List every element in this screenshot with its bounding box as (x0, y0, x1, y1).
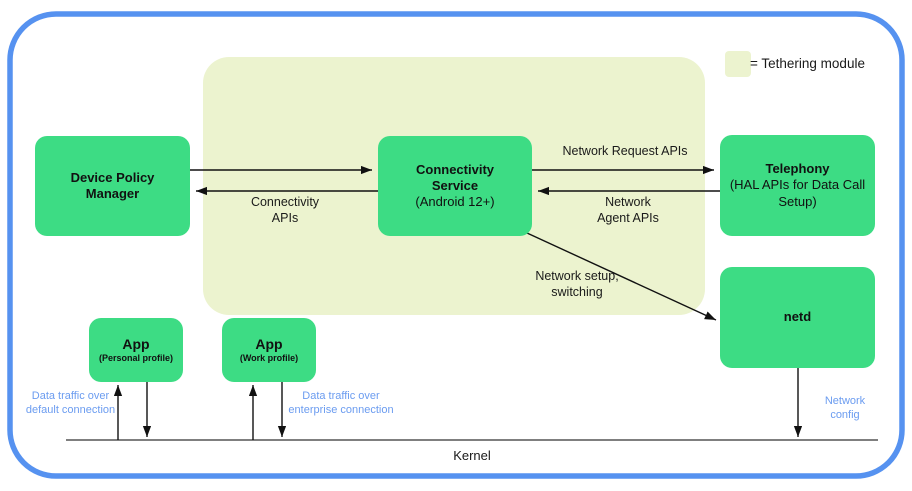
node-app-work-profile[interactable]: App (Work profile) (222, 318, 316, 382)
node-title-line2: Manager (85, 186, 140, 201)
edge-label-network-setup-switching: Network setup, switching (535, 269, 619, 299)
arrow-connectivity-to-netd (526, 232, 717, 321)
blue-label-network-config: Network config (824, 395, 866, 422)
edge-label-network-agent-apis: Network Agent APIs (597, 195, 659, 225)
node-title: App (255, 335, 283, 352)
node-device-policy-manager[interactable]: Device Policy Manager (35, 136, 190, 236)
node-subtitle: (Personal profile) (98, 353, 173, 364)
node-title: netd (783, 309, 812, 325)
node-subtitle: (HAL APIs for Data Call Setup) (729, 177, 866, 209)
node-netd[interactable]: netd (720, 267, 875, 368)
node-title: Telephony (765, 161, 830, 177)
node-title-line2: Service (431, 177, 479, 193)
node-title: Device Policy (70, 169, 155, 185)
outer-device-border (7, 11, 905, 479)
kernel-label: Kernel (453, 448, 491, 463)
node-app-personal-profile[interactable]: App (Personal profile) (89, 318, 183, 382)
node-title: Connectivity (415, 161, 494, 177)
legend-label-tethering-module: = Tethering module (750, 56, 865, 71)
node-subtitle: (Work profile) (239, 353, 299, 364)
node-title: App (122, 335, 150, 352)
edge-label-connectivity-apis: Connectivity APIs (250, 195, 320, 225)
node-telephony[interactable]: Telephony (HAL APIs for Data Call Setup) (720, 135, 875, 236)
node-connectivity-service[interactable]: Connectivity Service (Android 12+) (378, 136, 532, 236)
legend-swatch-tethering-module (725, 51, 751, 77)
edge-label-network-request-apis: Network Request APIs (562, 144, 688, 158)
blue-label-default-connection: Data traffic over default connection (25, 390, 116, 417)
blue-label-enterprise-connection: Data traffic over enterprise connection (288, 390, 394, 417)
node-subtitle: (Android 12+) (415, 194, 495, 210)
